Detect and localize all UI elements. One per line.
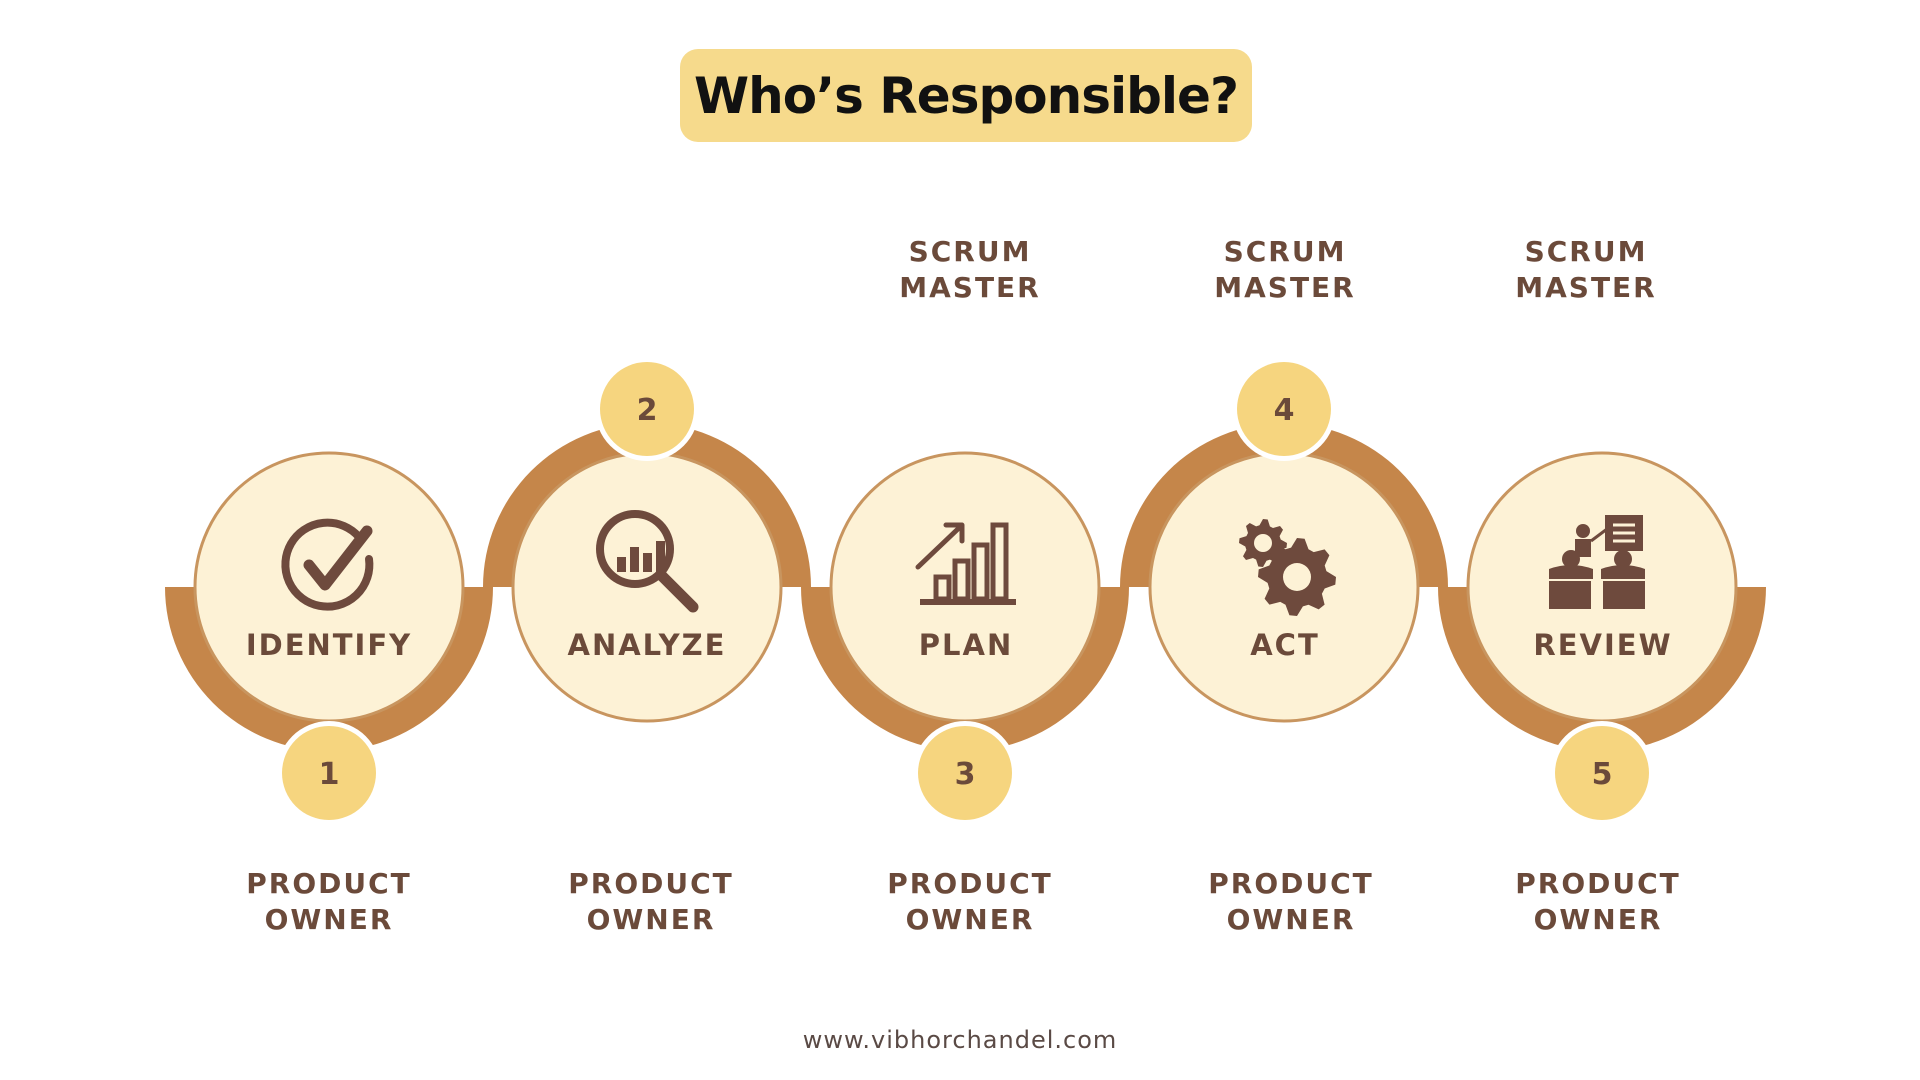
wave-segment (483, 423, 811, 587)
role-line: PRODUCT (246, 867, 412, 900)
wave-segment (1438, 587, 1766, 751)
role-line: PRODUCT (568, 867, 734, 900)
role-line: SCRUM (1223, 235, 1347, 268)
step-label-plan: PLAN (918, 628, 1014, 662)
growth-chart-icon (915, 522, 1016, 605)
step-badge (600, 362, 694, 456)
bottom-role-analyze: PRODUCT OWNER (541, 866, 761, 938)
presentation-meeting-icon (1549, 515, 1645, 609)
top-role-plan: SCRUM MASTER (860, 234, 1080, 306)
step-number: 5 (1592, 757, 1613, 792)
badge-numbers: 1 2 3 4 5 (319, 393, 1613, 792)
page-title: Who’s Responsible? (694, 66, 1239, 125)
role-line: SCRUM (1524, 235, 1648, 268)
step-icons (281, 510, 1645, 616)
top-role-review: SCRUM MASTER (1476, 234, 1696, 306)
role-line: MASTER (1214, 271, 1356, 304)
footer-url: www.vibhorchandel.com (802, 1026, 1118, 1054)
bottom-role-identify: PRODUCT OWNER (219, 866, 439, 938)
role-line: OWNER (264, 903, 394, 936)
step-badges (277, 357, 1654, 825)
checkmark-circle-icon (281, 518, 374, 611)
top-role-act: SCRUM MASTER (1175, 234, 1395, 306)
magnifier-chart-icon (596, 510, 699, 613)
step-number: 2 (637, 393, 658, 428)
step-badge (1237, 362, 1331, 456)
role-line: OWNER (586, 903, 716, 936)
step-number: 3 (955, 757, 976, 792)
role-line: PRODUCT (887, 867, 1053, 900)
step-circle (511, 451, 783, 723)
step-label-identify: IDENTIFY (245, 628, 413, 662)
role-line: PRODUCT (1208, 867, 1374, 900)
step-circle (829, 451, 1101, 723)
role-line: OWNER (1226, 903, 1356, 936)
role-line: OWNER (905, 903, 1035, 936)
bottom-role-review: PRODUCT OWNER (1488, 866, 1708, 938)
role-line: MASTER (899, 271, 1041, 304)
wave-segment (1120, 423, 1448, 587)
step-badge (282, 726, 376, 820)
step-label-analyze: ANALYZE (567, 628, 727, 662)
step-badge (1555, 726, 1649, 820)
step-circle (1466, 451, 1738, 723)
wave-segment (165, 587, 493, 751)
bottom-role-plan: PRODUCT OWNER (860, 866, 1080, 938)
role-line: MASTER (1515, 271, 1657, 304)
role-line: SCRUM (908, 235, 1032, 268)
gears-icon (1239, 519, 1336, 616)
step-number: 4 (1274, 393, 1295, 428)
bottom-role-act: PRODUCT OWNER (1181, 866, 1401, 938)
step-label-act: ACT (1250, 628, 1320, 662)
step-badge (918, 726, 1012, 820)
wave-band (165, 423, 1766, 751)
role-line: OWNER (1533, 903, 1663, 936)
wave-segment (801, 587, 1129, 751)
step-label-review: REVIEW (1533, 628, 1673, 662)
step-number: 1 (319, 757, 340, 792)
role-line: PRODUCT (1515, 867, 1681, 900)
title-box: Who’s Responsible? (680, 49, 1252, 142)
